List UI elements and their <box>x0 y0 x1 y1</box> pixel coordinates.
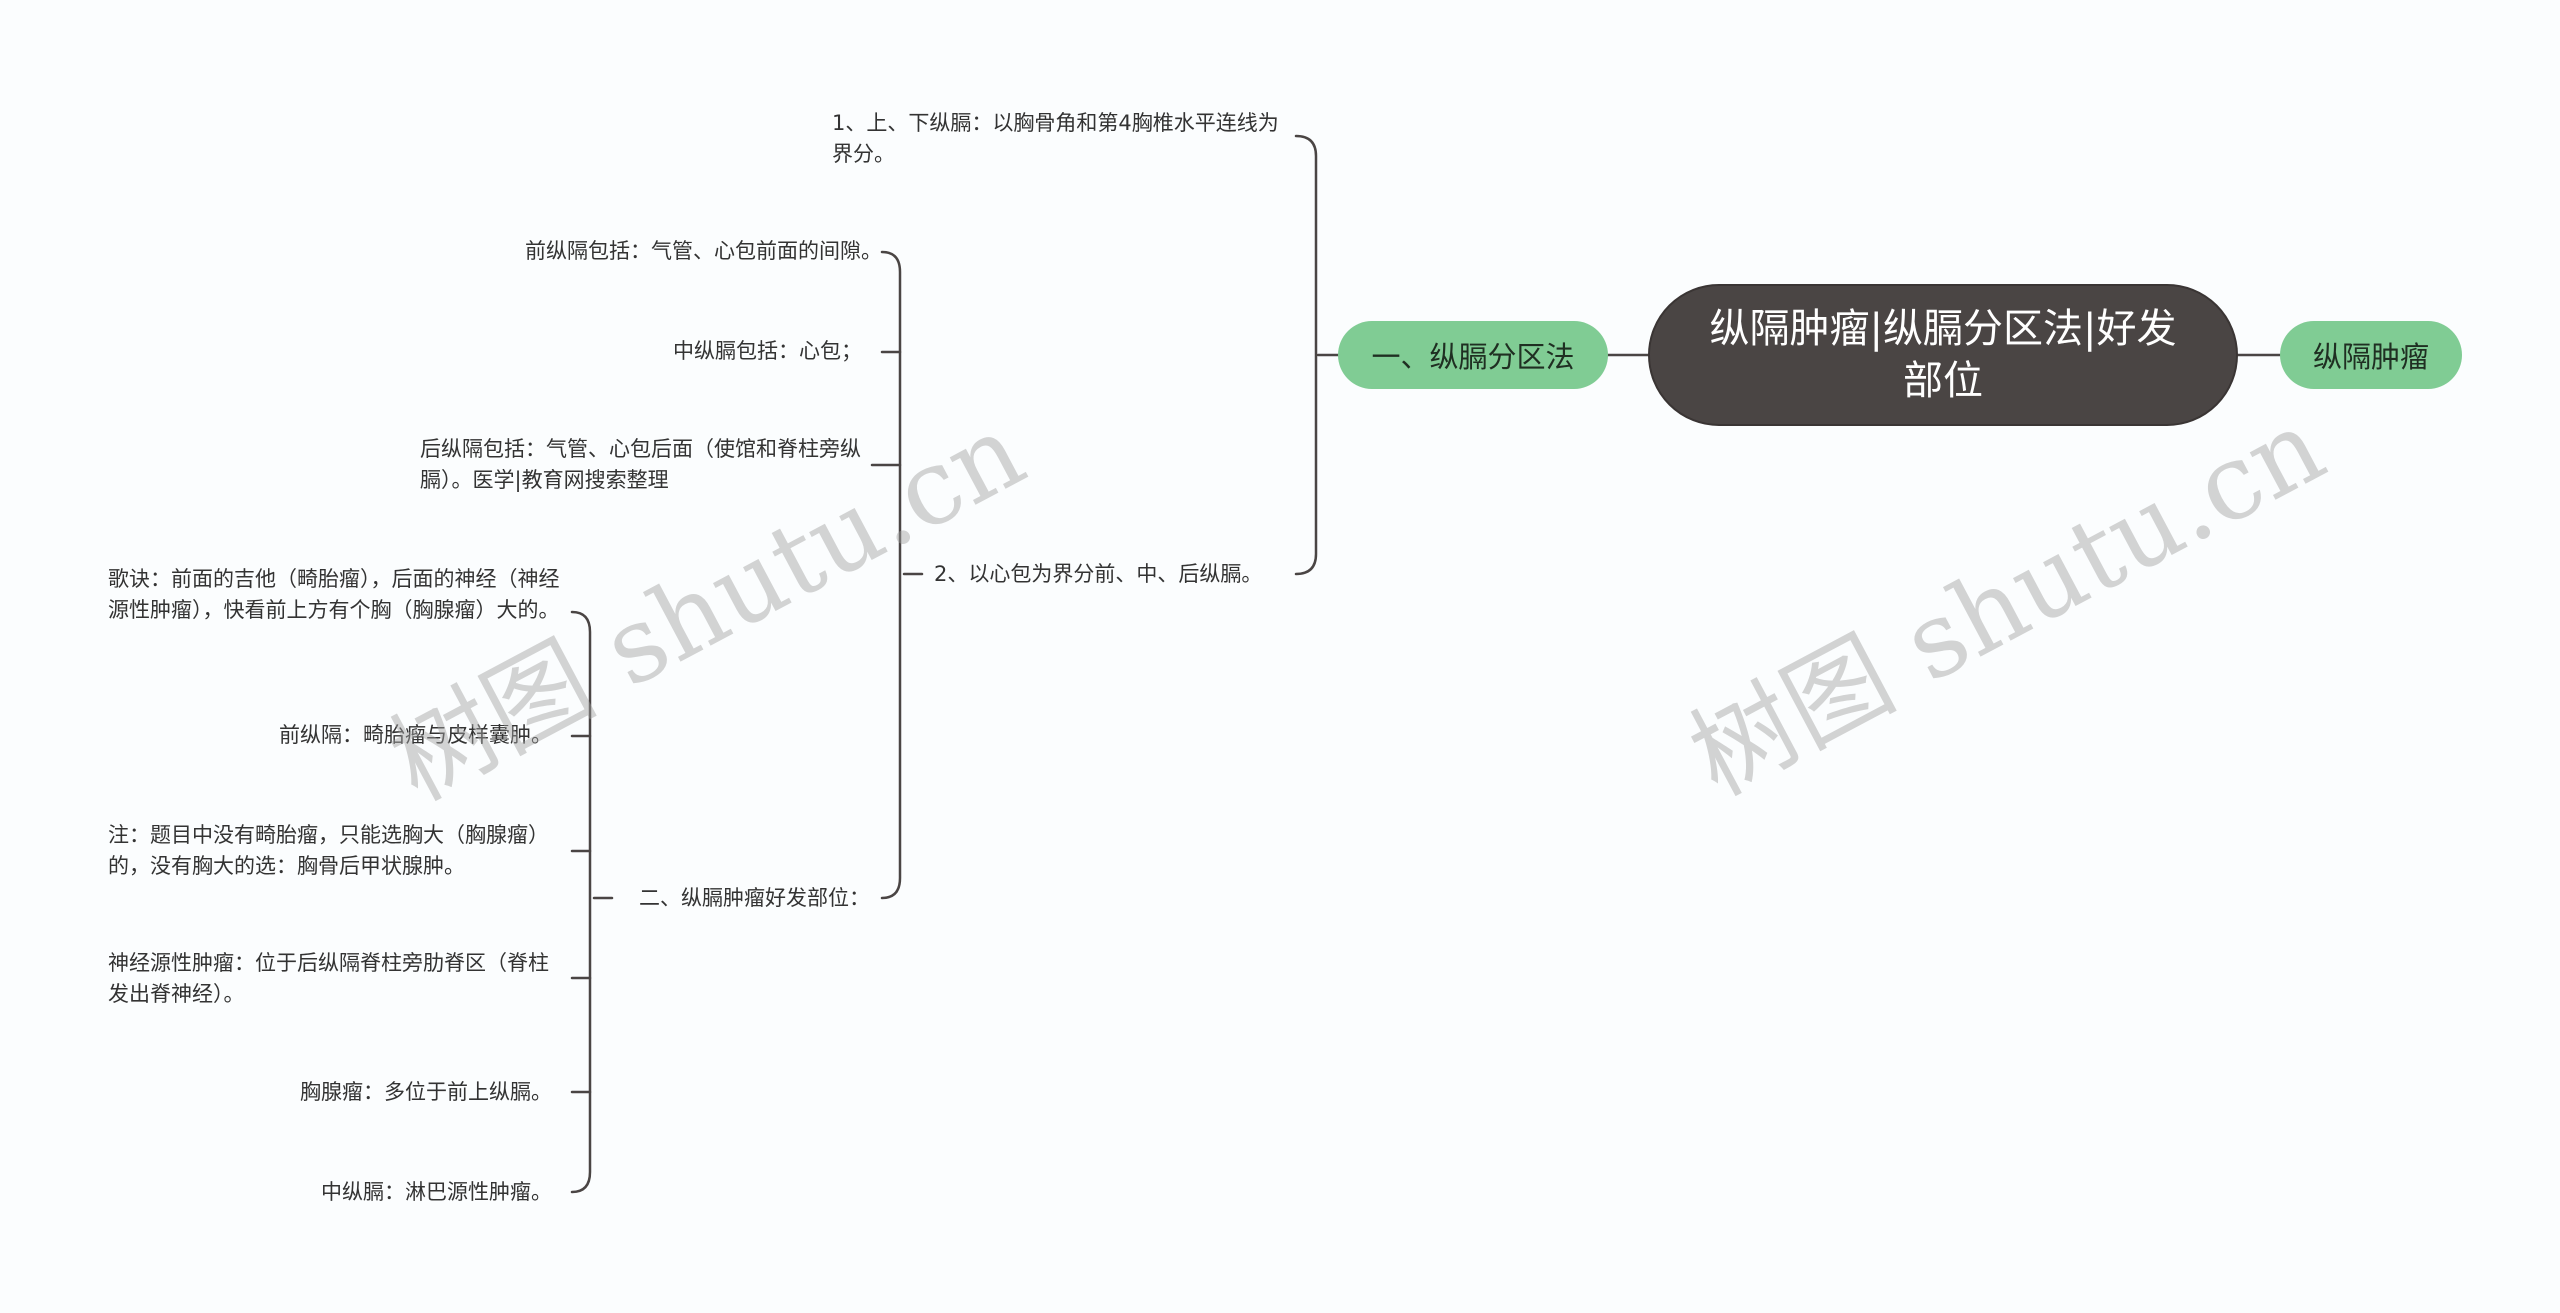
level4-middle[interactable]: 中纵膈：淋巴源性肿瘤。 <box>220 1177 552 1208</box>
level4-front-label: 前纵隔：畸胎瘤与皮样囊肿。 <box>279 723 552 747</box>
level3-middle[interactable]: 中纵膈包括：心包； <box>560 336 862 367</box>
level2-item2-label: 2、以心包为界分前、中、后纵膈。 <box>934 562 1263 586</box>
level3-sites-label: 二、纵膈肿瘤好发部位： <box>639 886 870 910</box>
bracket-level4 <box>570 610 592 1194</box>
branch-left-label: 一、纵膈分区法 <box>1371 340 1575 374</box>
level3-front[interactable]: 前纵隔包括：气管、心包前面的间隙。 <box>440 236 882 267</box>
level2-item1[interactable]: 1、上、下纵膈：以胸骨角和第4胸椎水平连线为界分。 <box>832 108 1282 170</box>
level4-neuro[interactable]: 神经源性肿瘤：位于后纵隔脊柱旁肋脊区（脊柱发出脊神经）。 <box>108 948 560 1010</box>
level3-middle-label: 中纵膈包括：心包； <box>673 339 862 363</box>
level3-front-label: 前纵隔包括：气管、心包前面的间隙。 <box>525 239 882 263</box>
level4-neuro-label: 神经源性肿瘤：位于后纵隔脊柱旁肋脊区（脊柱发出脊神经）。 <box>108 951 549 1006</box>
bracket-level2 <box>1294 134 1318 576</box>
branch-right[interactable]: 纵隔肿瘤 <box>2280 321 2462 389</box>
level2-item1-label: 1、上、下纵膈：以胸骨角和第4胸椎水平连线为界分。 <box>832 111 1279 166</box>
level3-back[interactable]: 后纵隔包括：气管、心包后面（使馆和脊柱旁纵膈）。医学|教育网搜索整理 <box>420 434 868 496</box>
level4-mnemonic[interactable]: 歌诀：前面的吉他（畸胎瘤），后面的神经（神经源性肿瘤），快看前上方有个胸（胸腺瘤… <box>108 564 560 626</box>
level4-mnemonic-label: 歌诀：前面的吉他（畸胎瘤），后面的神经（神经源性肿瘤），快看前上方有个胸（胸腺瘤… <box>108 567 560 622</box>
root-topic[interactable]: 纵隔肿瘤|纵膈分区法|好发部位 <box>1648 284 2238 426</box>
level4-front[interactable]: 前纵隔：畸胎瘤与皮样囊肿。 <box>200 720 552 751</box>
root-topic-label: 纵隔肿瘤|纵膈分区法|好发部位 <box>1709 306 2177 404</box>
level2-item2[interactable]: 2、以心包为界分前、中、后纵膈。 <box>934 559 1262 590</box>
level4-middle-label: 中纵膈：淋巴源性肿瘤。 <box>321 1180 552 1204</box>
level3-sites[interactable]: 二、纵膈肿瘤好发部位： <box>600 883 870 914</box>
level4-note[interactable]: 注：题目中没有畸胎瘤，只能选胸大（胸腺瘤）的，没有胸大的选：胸骨后甲状腺肿。 <box>108 820 560 882</box>
level3-back-label: 后纵隔包括：气管、心包后面（使馆和脊柱旁纵膈）。医学|教育网搜索整理 <box>420 437 861 492</box>
branch-left[interactable]: 一、纵膈分区法 <box>1338 321 1608 389</box>
level4-note-label: 注：题目中没有畸胎瘤，只能选胸大（胸腺瘤）的，没有胸大的选：胸骨后甲状腺肿。 <box>108 823 549 878</box>
branch-right-label: 纵隔肿瘤 <box>2312 340 2429 374</box>
bracket-level3 <box>880 250 902 900</box>
level4-thymoma[interactable]: 胸腺瘤：多位于前上纵膈。 <box>220 1077 552 1108</box>
level4-thymoma-label: 胸腺瘤：多位于前上纵膈。 <box>300 1080 552 1104</box>
